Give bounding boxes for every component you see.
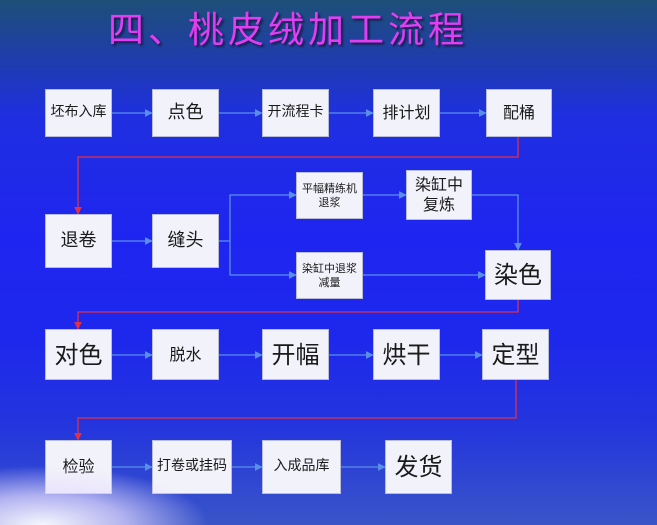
step-shipping: 发货 (385, 440, 452, 494)
step-color-match: 对色 (45, 329, 112, 380)
step-inspection: 检验 (45, 440, 112, 494)
step-schedule: 排计划 (373, 89, 440, 137)
arrow-16-17 (74, 380, 517, 441)
arrow-7-10 (229, 241, 297, 279)
step-open-width: 开幅 (262, 329, 329, 380)
step-heat-setting: 定型 (482, 329, 549, 380)
step-dewatering: 脱水 (152, 329, 219, 380)
step-unroll: 退卷 (45, 214, 112, 268)
arrow-5-6 (74, 137, 519, 215)
step-finished-storage: 入成品库 (262, 440, 341, 494)
step-drying: 烘干 (373, 329, 440, 380)
step-process-card: 开流程卡 (262, 89, 329, 137)
step-barrel: 配桶 (486, 89, 552, 137)
step-roll-or-tag: 打卷或挂码 (152, 440, 232, 494)
step-open-width-scouring: 平幅精练机退浆 (296, 172, 363, 219)
step-dyeing: 染色 (485, 250, 551, 300)
step-color-check: 点色 (152, 89, 219, 137)
step-rescouring: 染缸中复炼 (406, 170, 472, 220)
step-desizing-reduction: 染缸中退浆减量 (296, 252, 363, 299)
arrow-11-12 (74, 300, 519, 330)
step-greige-storage: 坯布入库 (45, 89, 112, 137)
arrow-7-8 (219, 191, 297, 242)
page-title: 四、桃皮绒加工流程 (108, 10, 469, 51)
arrow-9-11 (472, 194, 522, 251)
step-seaming: 缝头 (152, 214, 219, 268)
